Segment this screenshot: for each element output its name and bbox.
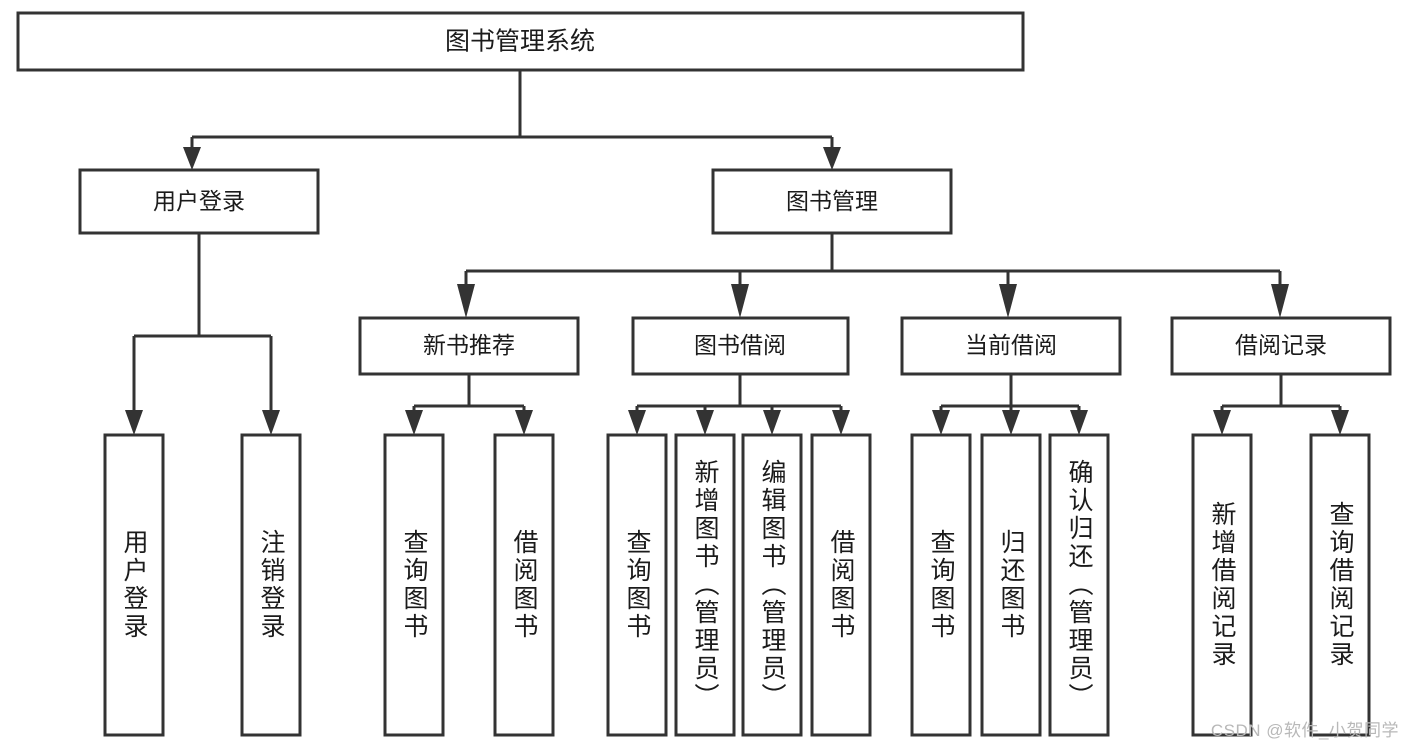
leaf-boxes-new-book-recommend [383,433,555,737]
leaf-box-user-login-2[interactable] [240,433,302,737]
arrow-head-icon [405,410,423,435]
leaf-boxes-book-borrow [606,433,872,737]
leaf-boxes-current-borrow [910,433,1110,737]
arrow-head-icon [823,147,841,170]
arrow-head-icon [1331,410,1349,435]
arrow-head-icon [731,284,749,318]
node-new-book-recommend-label: 新书推荐 [423,332,515,358]
connector-borrow-record-to-leaves [1213,374,1349,435]
arrow-head-icon [999,284,1017,318]
node-book-borrow[interactable]: 图书借阅 [631,316,850,376]
node-borrow-record-label: 借阅记录 [1235,332,1327,358]
arrow-head-icon [1271,284,1289,318]
arrow-head-icon [1002,410,1020,435]
node-current-borrow[interactable]: 当前借阅 [900,316,1122,376]
node-user-login[interactable]: 用户登录 [78,168,320,235]
leaf-box-borrow-record-2[interactable] [1309,433,1371,737]
arrow-head-icon [457,284,475,318]
arrow-head-icon [628,410,646,435]
arrow-head-icon [183,147,201,170]
node-book-management-label: 图书管理 [786,188,878,214]
leaf-box-book-borrow-1[interactable] [606,433,668,737]
arrow-head-icon [1213,410,1231,435]
leaf-box-current-borrow-3[interactable] [1048,433,1110,737]
leaf-box-new-book-1[interactable] [383,433,445,737]
node-root-label: 图书管理系统 [445,28,595,56]
connector-root-to-level2 [183,70,841,170]
leaf-box-current-borrow-2[interactable] [980,433,1042,737]
arrow-head-icon [1070,410,1088,435]
arrow-head-icon [763,410,781,435]
leaf-box-current-borrow-1[interactable] [910,433,972,737]
node-current-borrow-label: 当前借阅 [965,332,1057,358]
node-new-book-recommend[interactable]: 新书推荐 [358,316,580,376]
node-book-borrow-label: 图书借阅 [694,332,786,358]
arrow-head-icon [262,410,280,435]
leaf-boxes-borrow-record [1191,433,1371,737]
leaf-box-new-book-2[interactable] [493,433,555,737]
leaf-box-book-borrow-4[interactable] [810,433,872,737]
arrow-head-icon [932,410,950,435]
leaf-box-user-login-1[interactable] [103,433,165,737]
leaf-boxes-user-login [103,433,302,737]
arrow-head-icon [832,410,850,435]
connector-book-borrow-to-leaves [628,374,850,435]
arrow-head-icon [125,410,143,435]
arrow-head-icon [696,410,714,435]
arrow-head-icon [515,410,533,435]
connector-new-book-to-leaves [405,374,533,435]
connector-current-borrow-to-leaves [932,374,1088,435]
node-user-login-label: 用户登录 [153,188,245,214]
leaf-box-book-borrow-2[interactable] [674,433,736,737]
connector-user-login-to-leaves [125,233,280,435]
node-book-management[interactable]: 图书管理 [711,168,953,235]
node-root-system[interactable]: 图书管理系统 [16,11,1025,72]
connector-book-mgmt-to-level3 [457,233,1289,318]
leaf-box-borrow-record-1[interactable] [1191,433,1253,737]
watermark-text: CSDN @软件_小贺同学 [1210,721,1399,740]
node-borrow-record[interactable]: 借阅记录 [1170,316,1392,376]
leaf-box-book-borrow-3[interactable] [741,433,803,737]
